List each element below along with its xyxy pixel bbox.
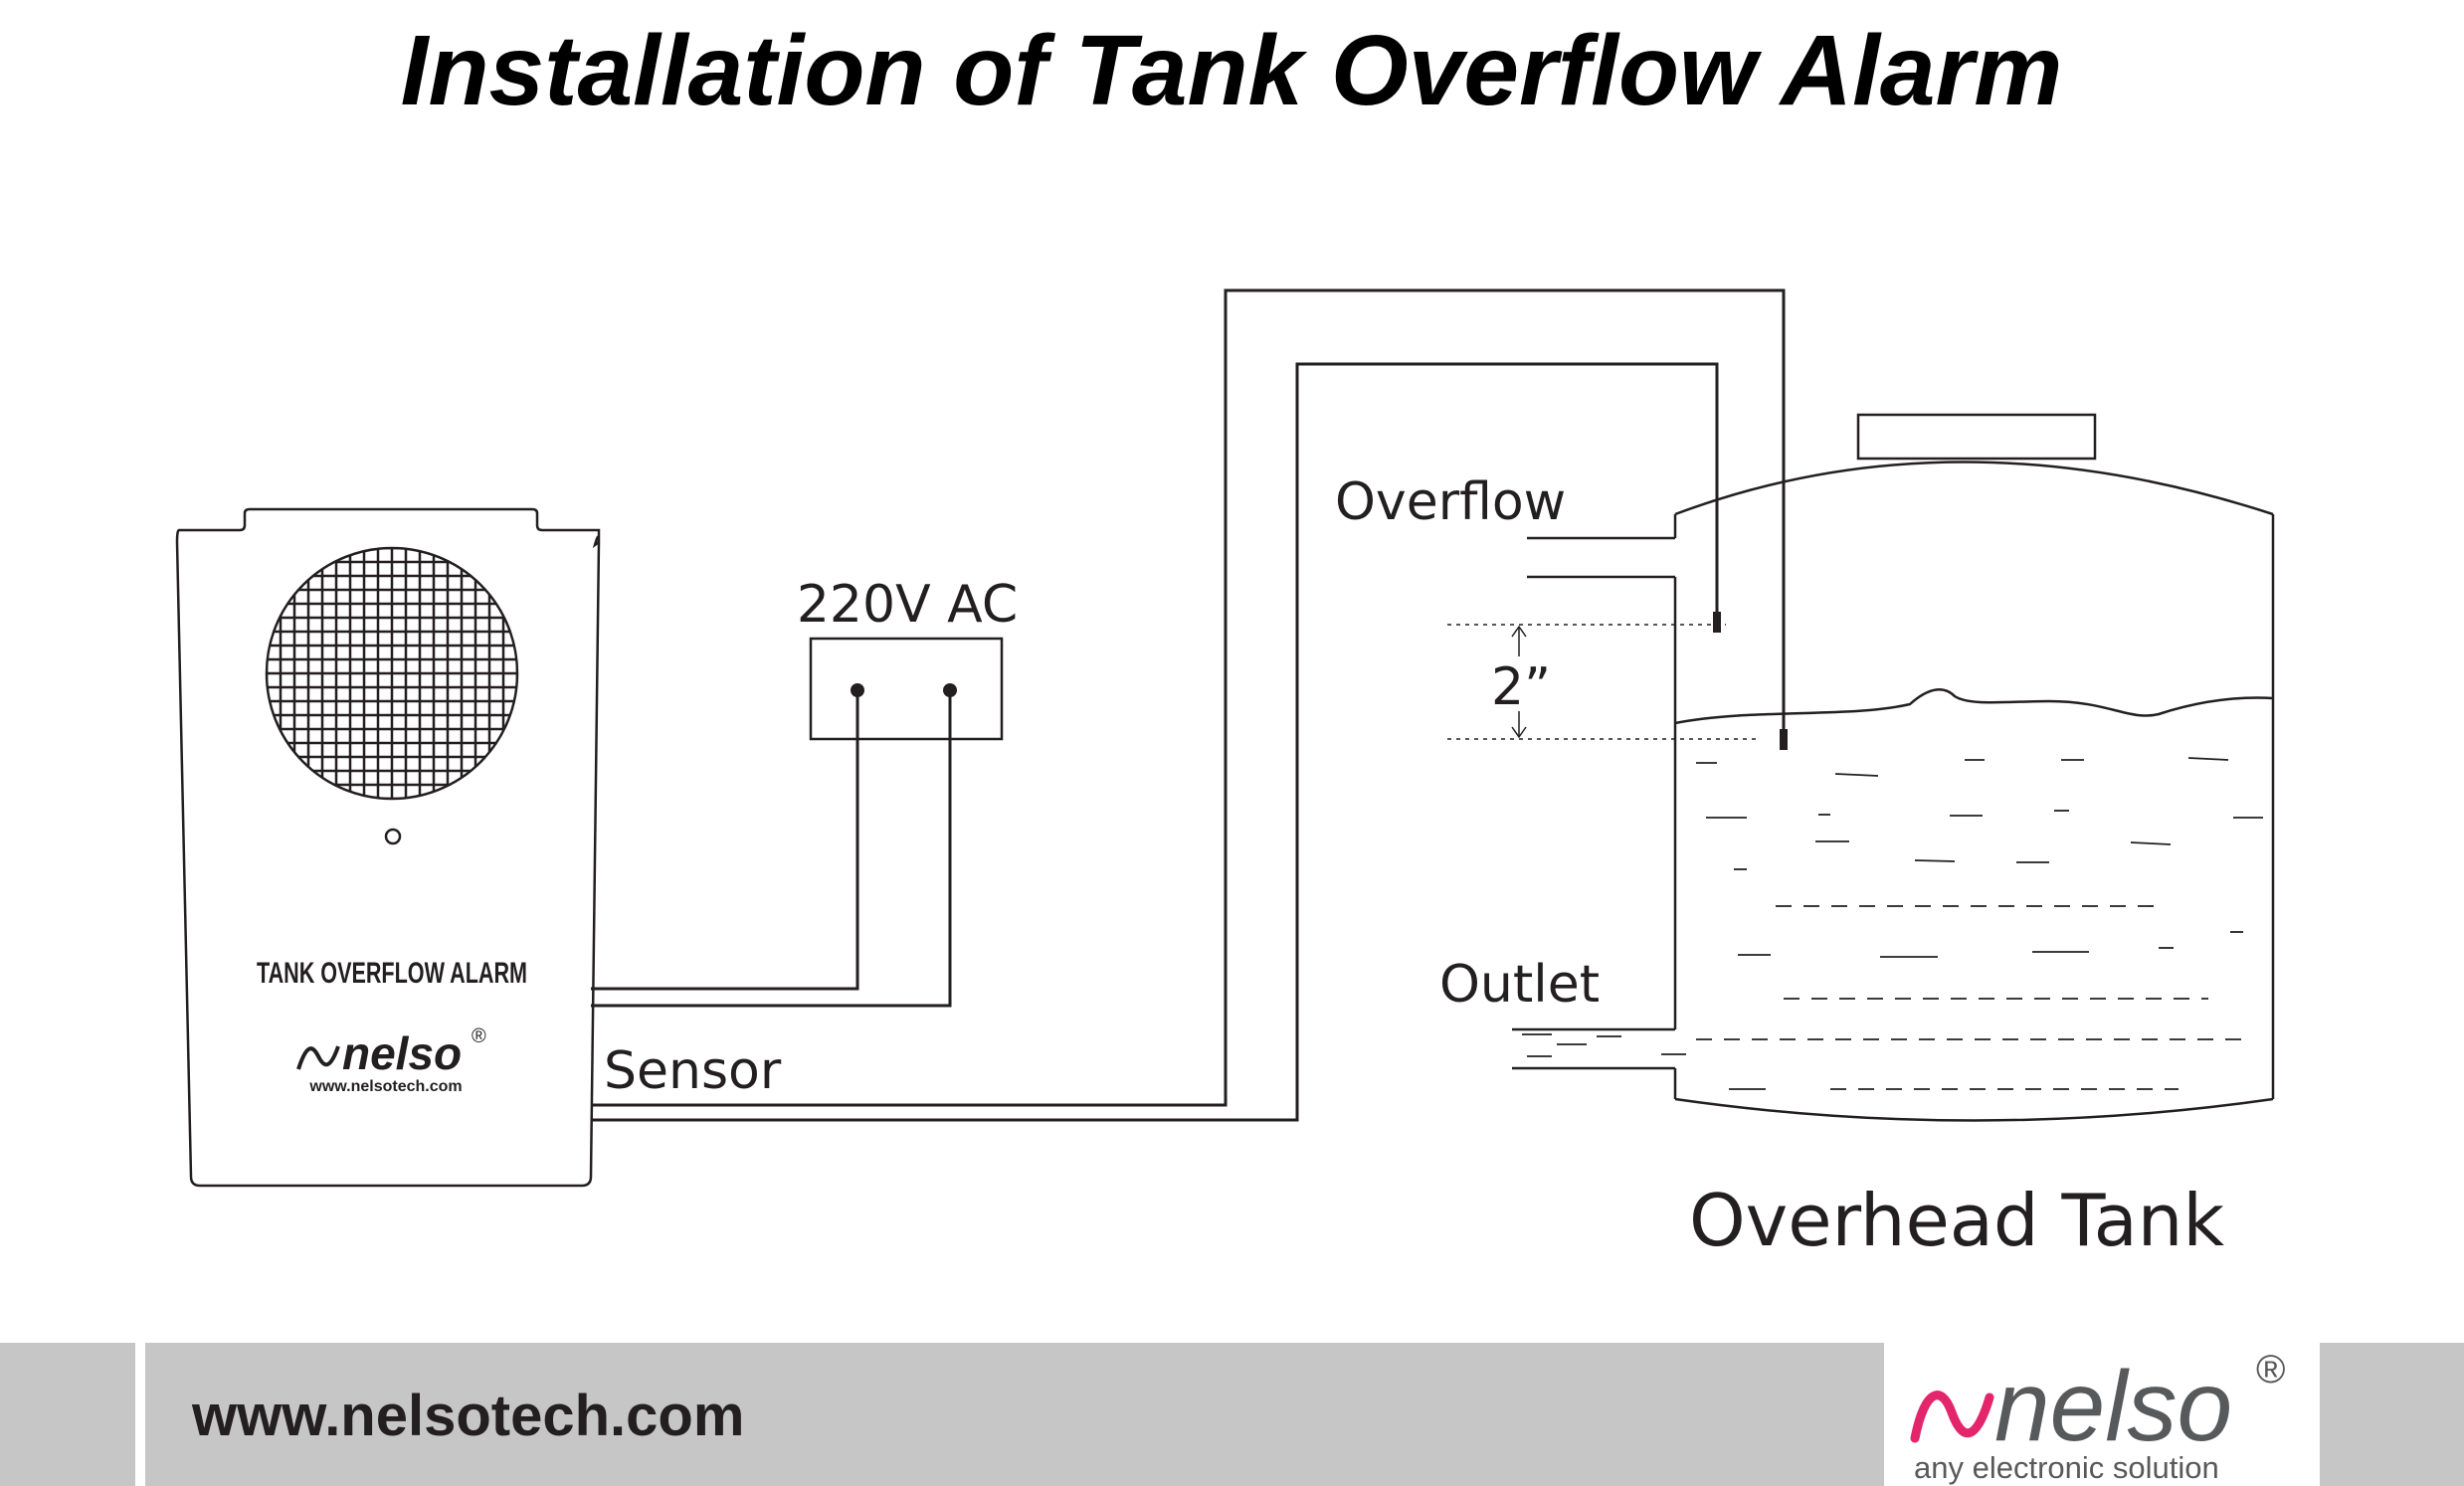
page-title: Installation of Tank Overflow Alarm [401, 15, 2063, 126]
indicator-led [384, 828, 402, 845]
wave-logo-icon [1910, 1391, 1994, 1443]
gap-label: 2” [1491, 657, 1551, 717]
footer-brand: nelso [1994, 1351, 2232, 1462]
footer-logo: nelso ® any electronic solution [1910, 1348, 2285, 1485]
water-dashes [1522, 757, 2263, 1090]
tank-label: Overhead Tank [1689, 1179, 2224, 1262]
water-surface [1674, 688, 2274, 725]
tank-lid [1856, 413, 2097, 461]
footer-registered: ® [2256, 1348, 2285, 1392]
outlet-pipe [1512, 1027, 1675, 1070]
sensor-wires [591, 288, 1786, 1122]
overhead-tank [1522, 413, 2275, 1122]
wave-logo-icon [296, 1045, 340, 1070]
footer-bar: www.nelsotech.com nelso ® any electronic… [0, 1343, 2464, 1486]
device-url: www.nelsotech.com [308, 1078, 462, 1095]
device-brand: nelso [342, 1027, 462, 1079]
sensor-probe-lower [1780, 729, 1788, 750]
footer-tagline: any electronic solution [1914, 1450, 2219, 1485]
alarm-device: TANK OVERFLOW ALARM nelso ® www.nelsotec… [175, 507, 601, 1188]
overflow-label: Overflow [1335, 472, 1566, 532]
sensor-label: Sensor [604, 1041, 782, 1101]
device-label: TANK OVERFLOW ALARM [257, 957, 527, 990]
overflow-pipe [1527, 536, 1675, 579]
speaker-grille [265, 546, 519, 801]
water-dotted-lines [1696, 905, 2243, 1090]
gap-dimension: 2” [1447, 624, 1756, 740]
outlet-label: Outlet [1439, 955, 1600, 1015]
power-label: 220V AC [797, 575, 1018, 635]
power-wires [591, 690, 952, 1008]
device-registered: ® [472, 1025, 486, 1047]
footer-url[interactable]: www.nelsotech.com [191, 1384, 744, 1448]
sensor-probe-upper [1713, 612, 1721, 633]
device-logo: nelso ® www.nelsotech.com [296, 1025, 486, 1095]
power-supply: 220V AC [797, 575, 1018, 741]
